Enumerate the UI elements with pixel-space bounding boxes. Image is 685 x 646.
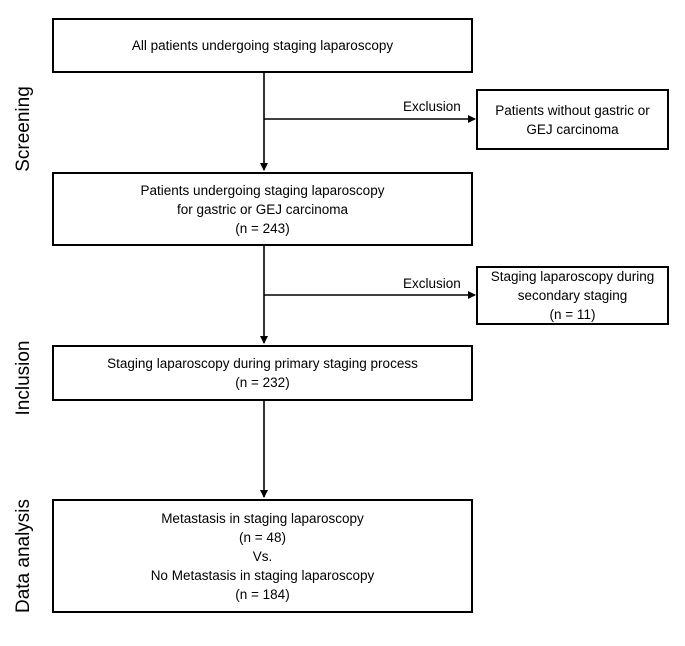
box-data-analysis-metastasis-count: (n = 48) [239, 529, 286, 545]
box-all-patients-line1: All patients undergoing staging laparosc… [131, 38, 394, 53]
stage-label-inclusion: Inclusion [13, 340, 34, 416]
box-gastric-gej-patients: Patients undergoing staging laparoscopy … [52, 172, 473, 246]
box-secondary-staging-line2: secondary staging [517, 288, 628, 303]
box-data-analysis-no-metastasis-count: (n = 184) [235, 586, 290, 602]
stage-label-data-analysis: Data analysis [13, 498, 34, 614]
stage-label-screening: Screening [13, 86, 34, 172]
box-gastric-gej-line2: for gastric or GEJ carcinoma [176, 201, 349, 217]
box-data-analysis-line1: Metastasis in staging laparoscopy [161, 510, 364, 526]
box-secondary-staging-line1: Staging laparoscopy during [490, 269, 655, 284]
box-all-patients: All patients undergoing staging laparosc… [52, 18, 473, 73]
box-exclusion-no-gastric-line2: GEJ carcinoma [526, 121, 619, 137]
box-gastric-gej-line1: Patients undergoing staging laparoscopy [140, 182, 385, 198]
box-primary-staging-count: (n = 232) [235, 375, 290, 390]
box-data-analysis-vs: Vs. [252, 548, 273, 564]
box-secondary-staging-count: (n = 11) [549, 307, 596, 322]
box-primary-staging: Staging laparoscopy during primary stagi… [52, 345, 473, 401]
box-data-analysis: Metastasis in staging laparoscopy (n = 4… [52, 499, 473, 613]
box-exclusion-no-gastric-line1: Patients without gastric or [495, 102, 650, 118]
box-primary-staging-line1: Staging laparoscopy during primary stagi… [107, 356, 418, 371]
exclusion-label-2: Exclusion [403, 276, 461, 291]
box-exclusion-no-gastric: Patients without gastric or GEJ carcinom… [476, 89, 669, 150]
exclusion-label-1: Exclusion [403, 99, 461, 114]
box-exclusion-secondary-staging: Staging laparoscopy during secondary sta… [476, 266, 669, 325]
box-data-analysis-line4: No Metastasis in staging laparoscopy [150, 567, 375, 583]
box-gastric-gej-count: (n = 243) [235, 220, 290, 236]
